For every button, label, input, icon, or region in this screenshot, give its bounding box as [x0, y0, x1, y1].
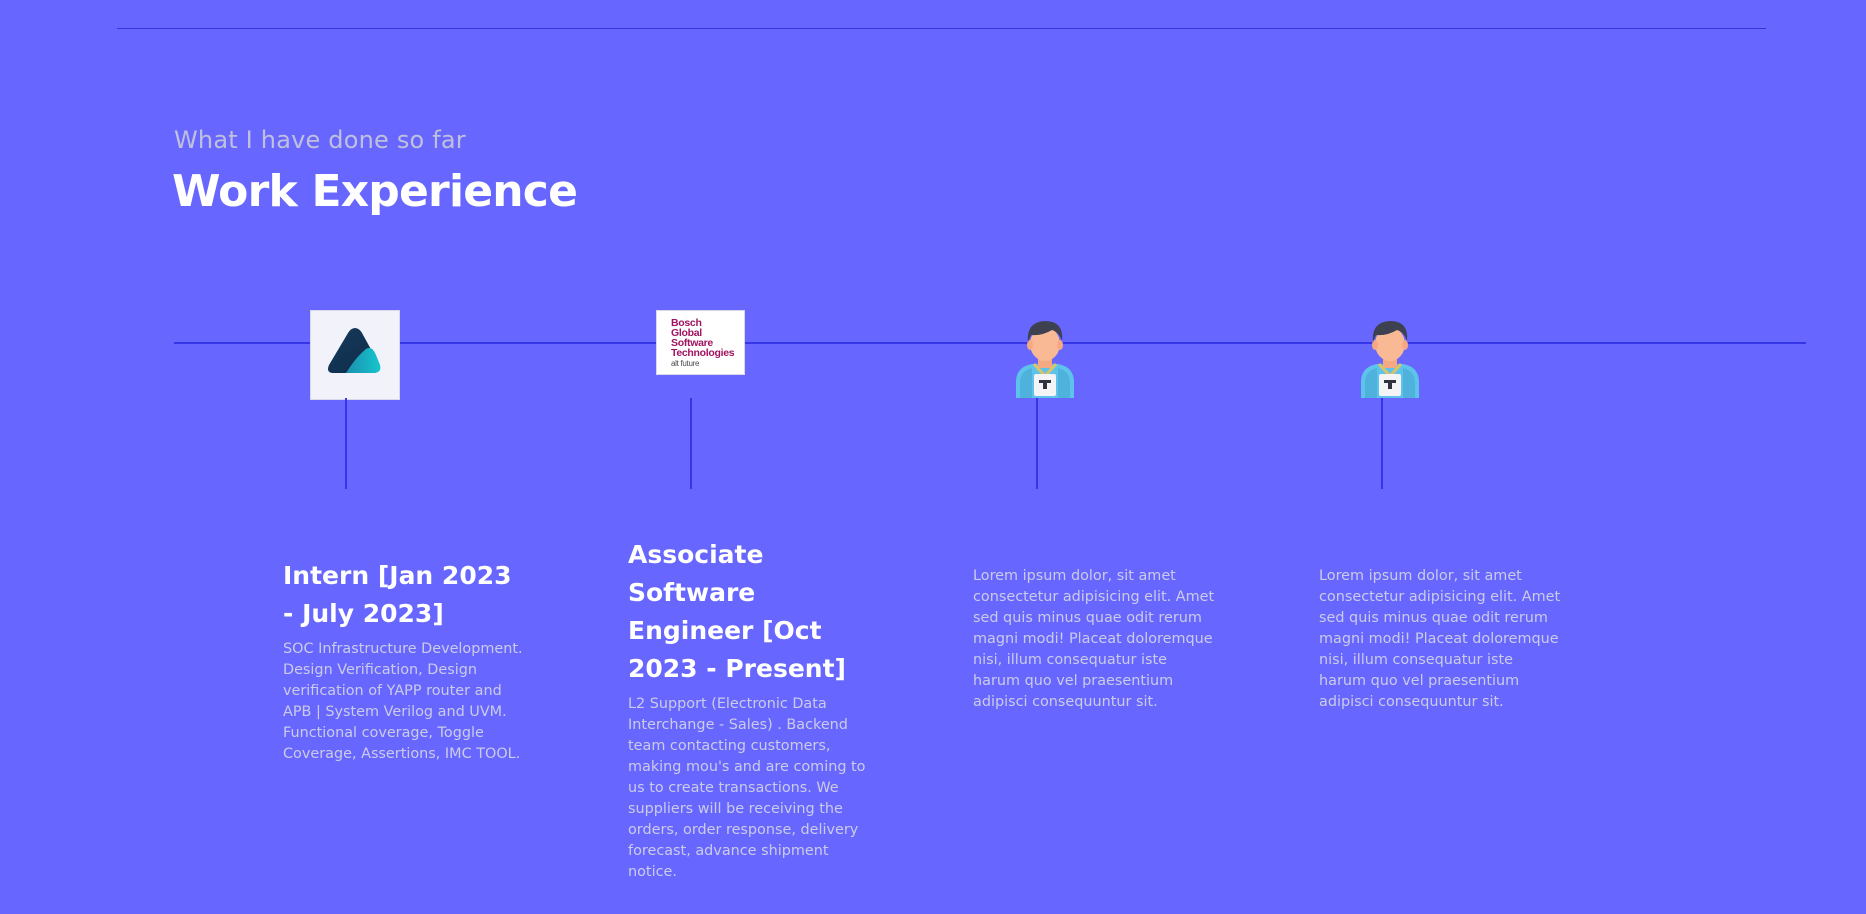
experience-description: Lorem ipsum dolor, sit amet consectetur … — [1319, 568, 1561, 710]
timeline-connector-3 — [1036, 398, 1038, 489]
company-logo-1 — [310, 310, 400, 400]
timeline-connector-1 — [345, 398, 347, 489]
timeline-connector-4 — [1381, 398, 1383, 489]
person-avatar-icon — [1357, 312, 1423, 400]
experience-card-4: Lorem ipsum dolor, sit amet consectetur … — [1319, 566, 1564, 713]
mountain-logo-icon — [328, 328, 381, 373]
experience-card-1: Intern [Jan 2023 - July 2023] SOC Infras… — [283, 557, 528, 765]
experience-title: Intern [Jan 2023 - July 2023] — [283, 561, 512, 628]
experience-description: SOC Infrastructure Development. Design V… — [283, 641, 523, 762]
bosch-logo: Bosch Global Software Technologies alt f… — [671, 317, 735, 368]
timeline-line — [174, 342, 1806, 344]
experience-card-3: Lorem ipsum dolor, sit amet consectetur … — [973, 566, 1218, 713]
timeline-connector-2 — [690, 398, 692, 489]
experience-card-2: Associate Software Engineer [Oct 2023 - … — [628, 536, 873, 883]
experience-description: L2 Support (Electronic Data Interchange … — [628, 696, 866, 880]
experience-title: Associate Software Engineer [Oct 2023 - … — [628, 540, 846, 683]
experience-description: Lorem ipsum dolor, sit amet consectetur … — [973, 568, 1215, 710]
top-divider — [117, 28, 1766, 29]
section-title: Work Experience — [172, 166, 578, 217]
section-subtitle: What I have done so far — [174, 126, 466, 154]
person-avatar-icon — [1012, 312, 1078, 400]
company-logo-2: Bosch Global Software Technologies alt f… — [656, 310, 745, 375]
